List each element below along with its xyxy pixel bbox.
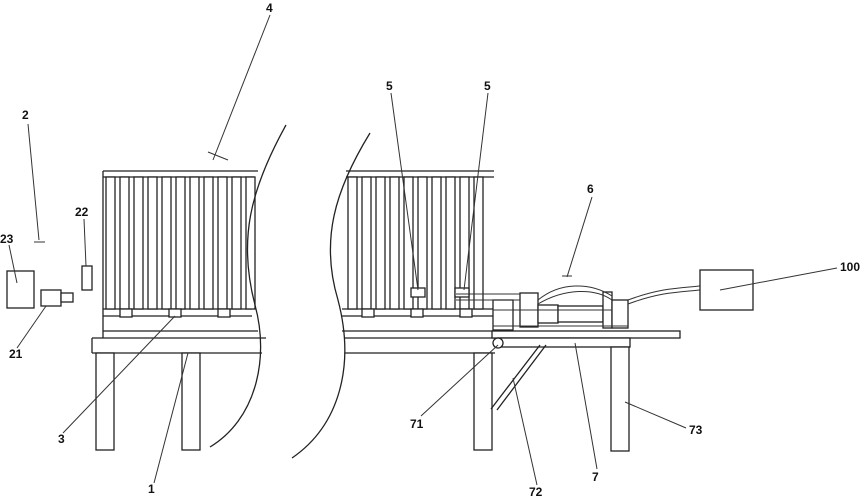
rack-slat [445, 176, 456, 310]
label-3: 3 [58, 432, 65, 446]
label-4: 4 [266, 1, 273, 15]
rack-slat [245, 176, 256, 310]
rack-clip [217, 308, 231, 318]
component-5-block [454, 287, 470, 298]
unit-2 [6, 265, 93, 309]
leg-73 [610, 346, 630, 452]
left-rack-clips [119, 308, 231, 318]
rack-slat [161, 176, 172, 310]
left-leg-1 [95, 352, 115, 451]
end-block [611, 299, 629, 329]
label-1: 1 [148, 482, 155, 496]
platform-7 [491, 330, 681, 339]
rack-slat [431, 176, 442, 310]
component-21-nozzle [60, 292, 74, 303]
component-23 [6, 270, 35, 309]
label-100: 100 [840, 260, 860, 274]
left-leg-2 [181, 352, 201, 451]
left-frame [91, 170, 266, 451]
rack-slat [347, 176, 358, 310]
support-plate [497, 337, 631, 348]
rack-clip [119, 308, 133, 318]
rail-block [557, 305, 604, 323]
leader-lines [8, 14, 838, 486]
rack-slat [133, 176, 144, 310]
label-72: 72 [529, 485, 543, 499]
rack-slat [361, 176, 372, 310]
label-23: 23 [0, 232, 14, 246]
label-71: 71 [410, 417, 424, 431]
label-73: 73 [689, 423, 703, 437]
cylinder-body-2 [537, 304, 559, 324]
rack-slat [147, 176, 158, 310]
left-rack-slats [105, 176, 256, 310]
assembly-6 [456, 269, 754, 452]
rack-clip [410, 308, 424, 318]
label-2: 2 [22, 108, 29, 122]
component-22 [81, 265, 93, 291]
rack-slat [231, 176, 242, 310]
label-7: 7 [592, 470, 599, 484]
label-21: 21 [9, 347, 23, 361]
rack-slat [375, 176, 386, 310]
rack-clip [361, 308, 375, 318]
rack-slat [105, 176, 116, 310]
rack-slat [473, 176, 484, 310]
rack-slat [119, 176, 130, 310]
right-frame [342, 170, 500, 451]
label-22: 22 [75, 205, 89, 219]
break-line-right [291, 132, 371, 459]
label-5b: 5 [484, 79, 491, 93]
right-leg-1 [473, 352, 493, 451]
rack-slat [203, 176, 214, 310]
control-box-100 [699, 269, 754, 311]
rack-clip [459, 308, 473, 318]
label-5a: 5 [386, 79, 393, 93]
component-21 [40, 289, 62, 307]
label-6: 6 [587, 182, 594, 196]
rack-slat [403, 176, 414, 310]
rack-slat [389, 176, 400, 310]
right-rack-slats [347, 176, 484, 310]
rack-slat [175, 176, 186, 310]
rack-slat [189, 176, 200, 310]
hinge-71 [492, 337, 504, 349]
rack-clip [168, 308, 182, 318]
break-line-left [209, 124, 287, 448]
rack-slat [217, 176, 228, 310]
